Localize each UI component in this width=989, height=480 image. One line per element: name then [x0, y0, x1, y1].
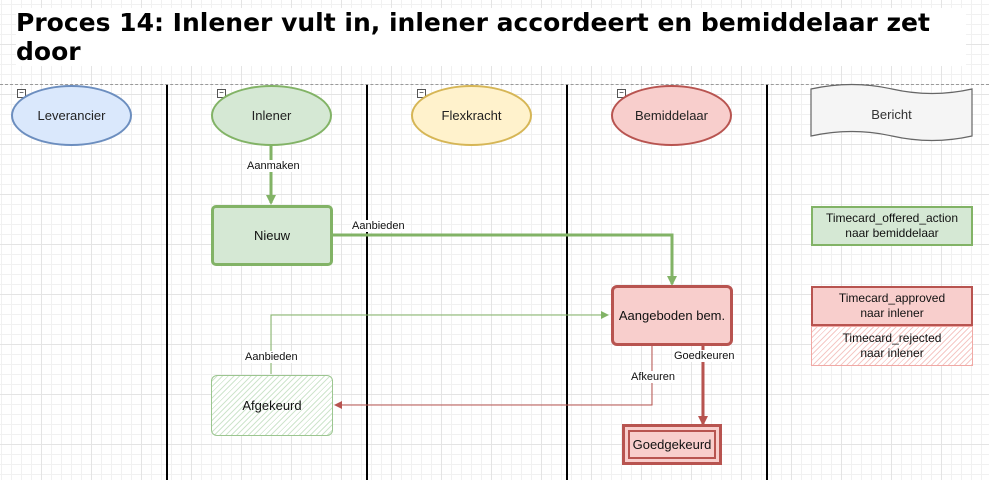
state-nieuw[interactable]: Nieuw	[211, 205, 333, 266]
lane-label: Leverancier	[37, 108, 106, 123]
lane-divider	[366, 85, 368, 480]
state-label: Goedgekeurd	[632, 437, 712, 452]
lane-divider	[766, 85, 768, 480]
message-header-label: Bericht	[871, 106, 912, 122]
message-line: naar inlener	[860, 346, 924, 360]
edge-label-afkeuren: Afkeuren	[630, 371, 677, 383]
lane-header-flexkracht[interactable]: Flexkracht	[411, 85, 532, 146]
lane-header-leverancier[interactable]: Leverancier	[11, 85, 132, 146]
lane-divider	[166, 85, 168, 480]
lane-header-bemiddelaar[interactable]: Bemiddelaar	[611, 85, 732, 146]
lane-header-inlener[interactable]: Inlener	[211, 85, 332, 146]
state-afgekeurd[interactable]: Afgekeurd	[211, 375, 333, 436]
title-divider	[0, 84, 989, 85]
message-line: Timecard_rejected	[842, 331, 942, 345]
message-line: naar bemiddelaar	[845, 226, 939, 240]
lane-label: Bemiddelaar	[635, 108, 708, 123]
edge-afkeuren	[334, 345, 653, 409]
lane-label: Flexkracht	[441, 108, 502, 123]
message-line: Timecard_offered_action	[825, 211, 959, 225]
state-label: Nieuw	[253, 228, 291, 243]
lane-divider	[566, 85, 568, 480]
lane-label: Inlener	[251, 108, 292, 123]
state-goedgekeurd[interactable]: Goedgekeurd	[622, 424, 722, 465]
edge-aanbieden-1	[332, 233, 677, 286]
message-timecard-offered[interactable]: Timecard_offered_action naar bemiddelaar	[811, 206, 973, 246]
message-line: Timecard_approved	[838, 291, 946, 305]
edge-label-goedkeuren: Goedkeuren	[673, 350, 736, 362]
page-title: Proces 14: Inlener vult in, inlener acco…	[16, 8, 966, 66]
message-timecard-approved[interactable]: Timecard_approved naar inlener	[811, 286, 973, 326]
state-label: Aangeboden bem.	[618, 308, 726, 323]
state-aangeboden[interactable]: Aangeboden bem.	[611, 285, 733, 346]
edge-label-aanbieden: Aanbieden	[244, 351, 299, 363]
edge-label-aanmaken: Aanmaken	[246, 160, 301, 172]
message-line: naar inlener	[860, 306, 924, 320]
edge-label-aanbieden: Aanbieden	[351, 220, 406, 232]
edge-aanbieden-2	[270, 311, 609, 374]
state-label: Afgekeurd	[242, 398, 302, 413]
message-timecard-rejected[interactable]: Timecard_rejected naar inlener	[811, 326, 973, 366]
